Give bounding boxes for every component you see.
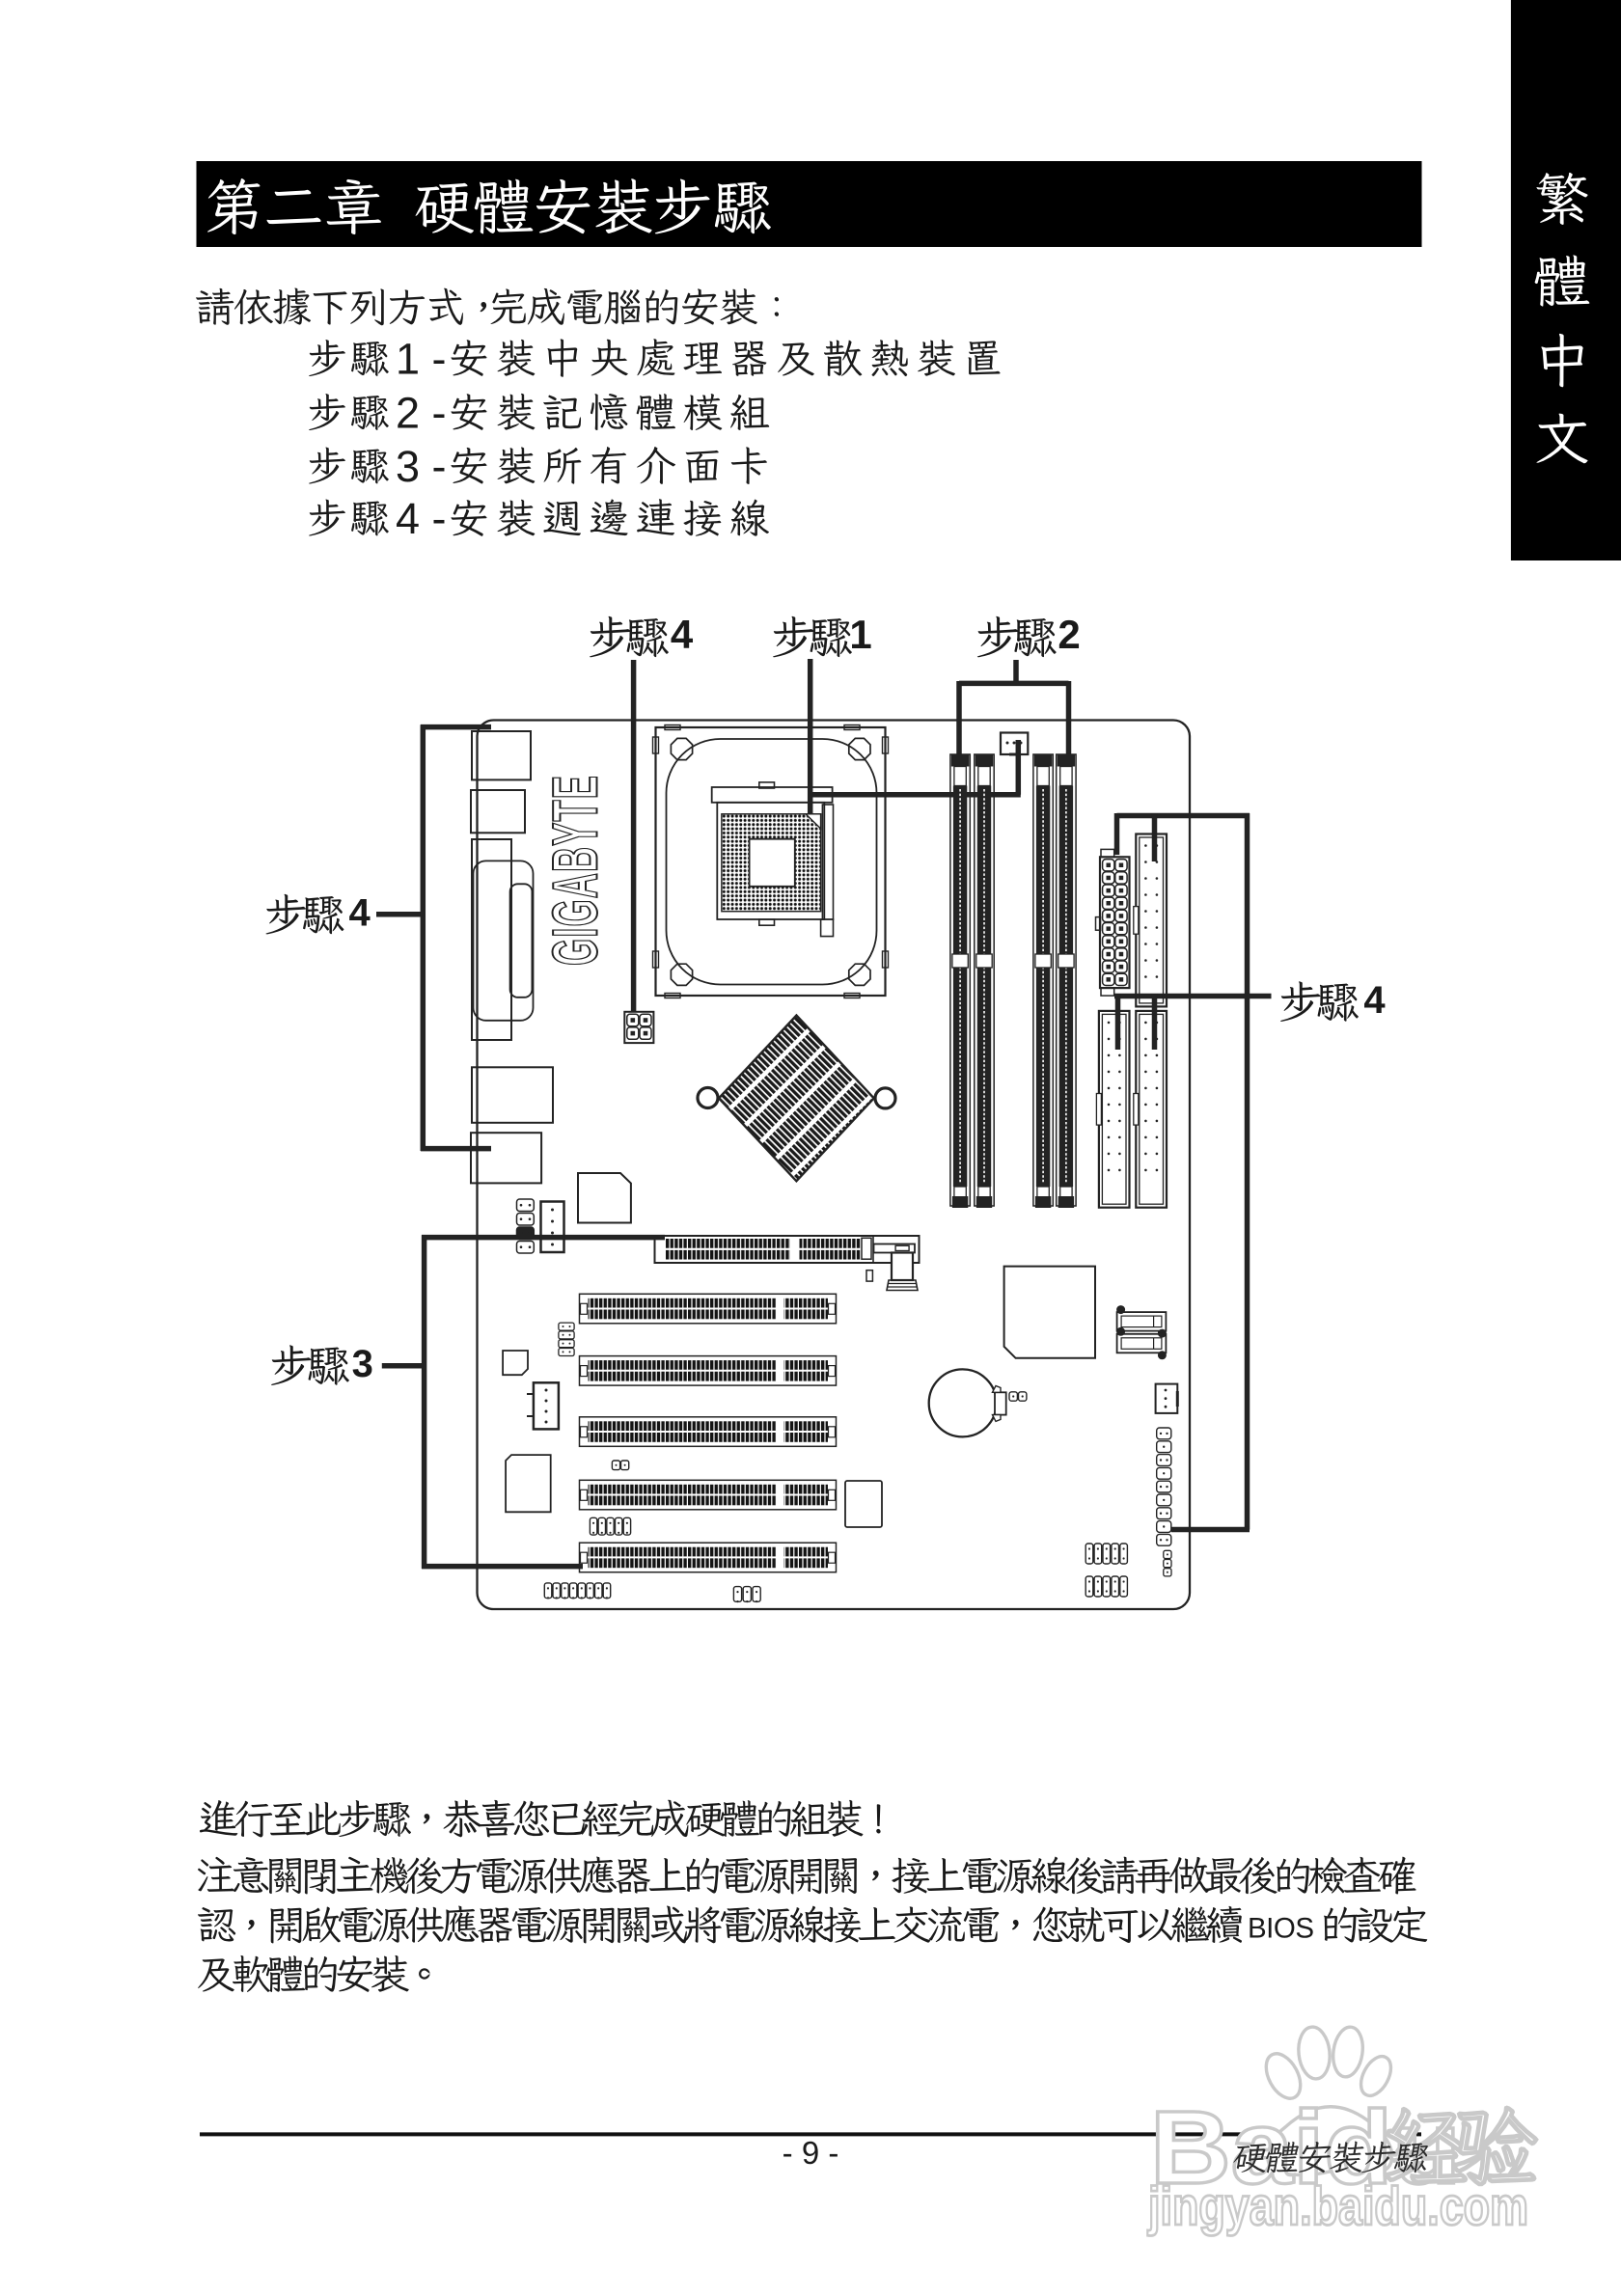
svg-text:4 -: 4 - [396, 494, 447, 543]
svg-text:1: 1 [849, 612, 871, 657]
svg-text:4: 4 [348, 892, 371, 935]
svg-text:BIOS: BIOS [1248, 1913, 1314, 1945]
svg-text:4: 4 [1363, 979, 1386, 1022]
svg-text:4: 4 [671, 612, 694, 657]
svg-text:1 -: 1 - [396, 335, 447, 384]
svg-text:3 -: 3 - [396, 442, 447, 491]
svg-text:- 9 -: - 9 - [783, 2135, 839, 2171]
svg-text:Baidu: Baidu [1150, 2089, 1461, 2205]
svg-text:jingyan.baidu.com: jingyan.baidu.com [1147, 2175, 1528, 2236]
svg-text:3: 3 [352, 1343, 373, 1385]
svg-text:2 -: 2 - [396, 389, 447, 438]
svg-text:GIGABYTE: GIGABYTE [539, 775, 611, 966]
svg-text:2: 2 [1058, 612, 1080, 657]
